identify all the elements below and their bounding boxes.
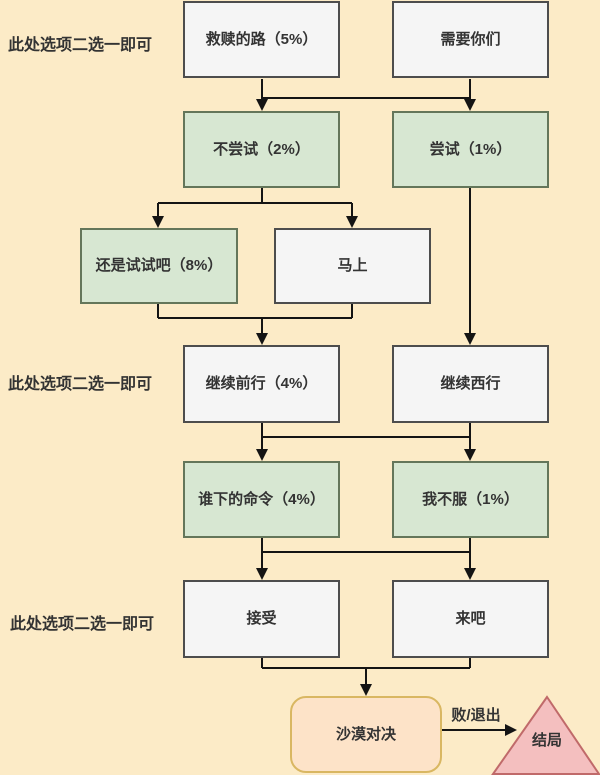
annotation-choice-3: 此处选项二选一即可	[10, 616, 155, 633]
annotation-choice-1: 此处选项二选一即可	[8, 37, 153, 54]
node-whose-order: 谁下的命令（4%）	[183, 461, 340, 538]
ending-label: 结局	[531, 732, 562, 749]
ending-triangle	[491, 695, 600, 775]
node-dont-try: 不尝试（2%）	[183, 111, 340, 188]
node-continue-west: 继续西行	[392, 345, 549, 423]
node-need-you: 需要你们	[392, 1, 549, 78]
node-desert-duel: 沙漠对决	[290, 696, 442, 773]
node-come-on: 来吧	[392, 580, 549, 658]
node-road-of-redemption: 救赎的路（5%）	[183, 1, 340, 78]
node-try: 尝试（1%）	[392, 111, 549, 188]
node-try-anyway: 还是试试吧（8%）	[80, 228, 238, 304]
edge-label-defeat-exit: 败/退出	[451, 707, 501, 724]
node-keep-going: 继续前行（4%）	[183, 345, 340, 423]
annotation-choice-2: 此处选项二选一即可	[8, 376, 153, 393]
node-i-refuse: 我不服（1%）	[392, 461, 549, 538]
node-accept: 接受	[183, 580, 340, 658]
node-right-away: 马上	[274, 228, 431, 304]
